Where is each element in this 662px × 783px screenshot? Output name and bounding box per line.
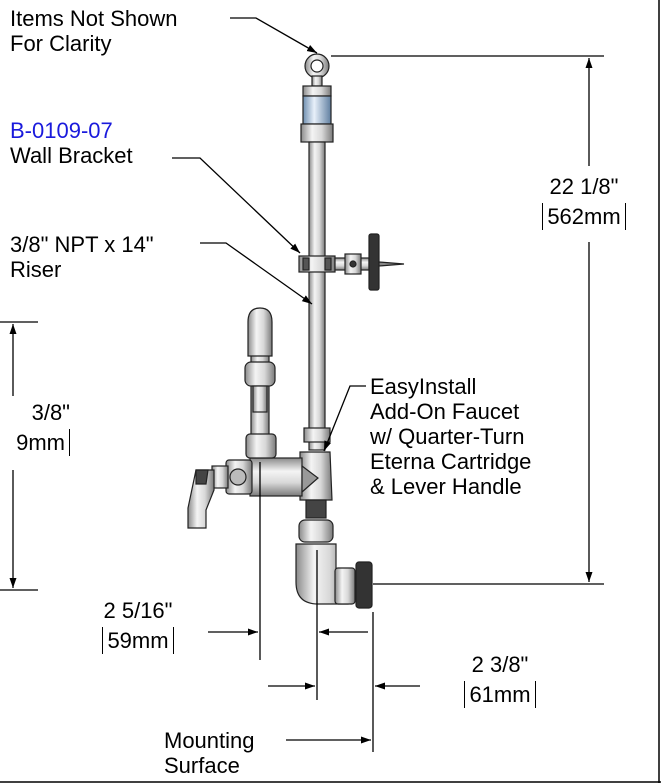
dim-left-height-imperial: 3/8" bbox=[31, 400, 70, 425]
faucet-line2: Add-On Faucet bbox=[370, 399, 520, 424]
faucet-label: EasyInstall Add-On Faucet w/ Quarter-Tur… bbox=[370, 374, 531, 499]
dim-left-height: 3/8" 9mm bbox=[0, 400, 70, 456]
riser-nut-lower bbox=[303, 427, 331, 443]
bracket-part-number[interactable]: B-0109-07 bbox=[10, 118, 113, 143]
dim-spout-offset: 2 5/16" 59mm bbox=[78, 598, 198, 654]
faucet-line1: EasyInstall bbox=[370, 374, 477, 399]
spout-tip bbox=[247, 307, 273, 357]
faucet-assembly bbox=[187, 53, 405, 609]
dim-overall-height-metric: 562mm bbox=[542, 203, 626, 230]
bracket-name: Wall Bracket bbox=[10, 143, 133, 168]
wall-bracket-label: B-0109-07 Wall Bracket bbox=[10, 118, 133, 168]
dim-wall-offset-imperial: 2 3/8" bbox=[471, 652, 529, 677]
mounting-surface-label: Mounting Surface bbox=[164, 728, 255, 778]
riser-pipe bbox=[308, 141, 326, 451]
lower-coupling bbox=[305, 499, 327, 519]
faucet-body bbox=[249, 457, 303, 497]
dim-wall-offset: 2 3/8" 61mm bbox=[440, 652, 560, 708]
dim-overall-height: 22 1/8" 562mm bbox=[526, 174, 642, 230]
wall-flange bbox=[355, 561, 373, 609]
faucet-line4: Eterna Cartridge bbox=[370, 449, 532, 474]
dim-overall-height-imperial: 22 1/8" bbox=[549, 174, 619, 199]
riser-blue-sleeve bbox=[302, 95, 332, 125]
items-not-shown-line1: Items Not Shown bbox=[10, 6, 178, 31]
riser-cap bbox=[302, 85, 332, 97]
riser-line1: 3/8" NPT x 14" bbox=[10, 232, 154, 257]
wall-bracket-flange bbox=[368, 233, 380, 291]
riser-nut-upper bbox=[300, 123, 334, 143]
faucet-line5: & Lever Handle bbox=[370, 474, 522, 499]
riser-label: 3/8" NPT x 14" Riser bbox=[10, 232, 154, 282]
dim-spout-offset-imperial: 2 5/16" bbox=[103, 598, 173, 623]
top-eye-ring bbox=[304, 53, 330, 87]
mounting-line1: Mounting bbox=[164, 728, 255, 753]
lever-handle bbox=[187, 469, 215, 529]
lower-nut bbox=[298, 519, 334, 543]
wall-nut bbox=[334, 567, 356, 605]
riser-line2: Riser bbox=[10, 257, 62, 282]
items-not-shown-line2: For Clarity bbox=[10, 31, 112, 56]
items-not-shown-label: Items Not Shown For Clarity bbox=[10, 6, 178, 56]
dimension-lines bbox=[0, 17, 604, 752]
mounting-line2: Surface bbox=[164, 753, 240, 778]
dim-left-height-metric: 9mm bbox=[12, 429, 70, 456]
faucet-line3: w/ Quarter-Turn bbox=[370, 424, 525, 449]
dim-wall-offset-metric: 61mm bbox=[464, 681, 536, 708]
spout-nut bbox=[245, 433, 277, 459]
dim-spout-offset-metric: 59mm bbox=[102, 627, 174, 654]
